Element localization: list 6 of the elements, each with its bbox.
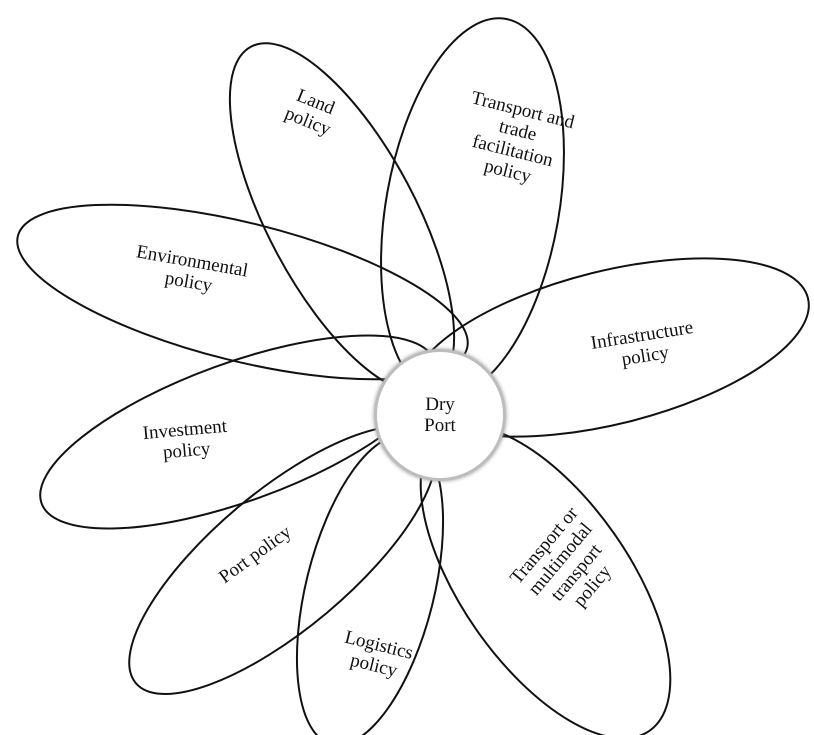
policy-label: Environmental policy [133,240,250,299]
hub-label: Dry Port [423,394,457,436]
policy-label: Logistics policy [341,625,416,684]
policy-label: Land policy [281,84,339,142]
policy-label: Investment policy [141,414,230,465]
policy-label: Infrastructure policy [588,315,696,372]
